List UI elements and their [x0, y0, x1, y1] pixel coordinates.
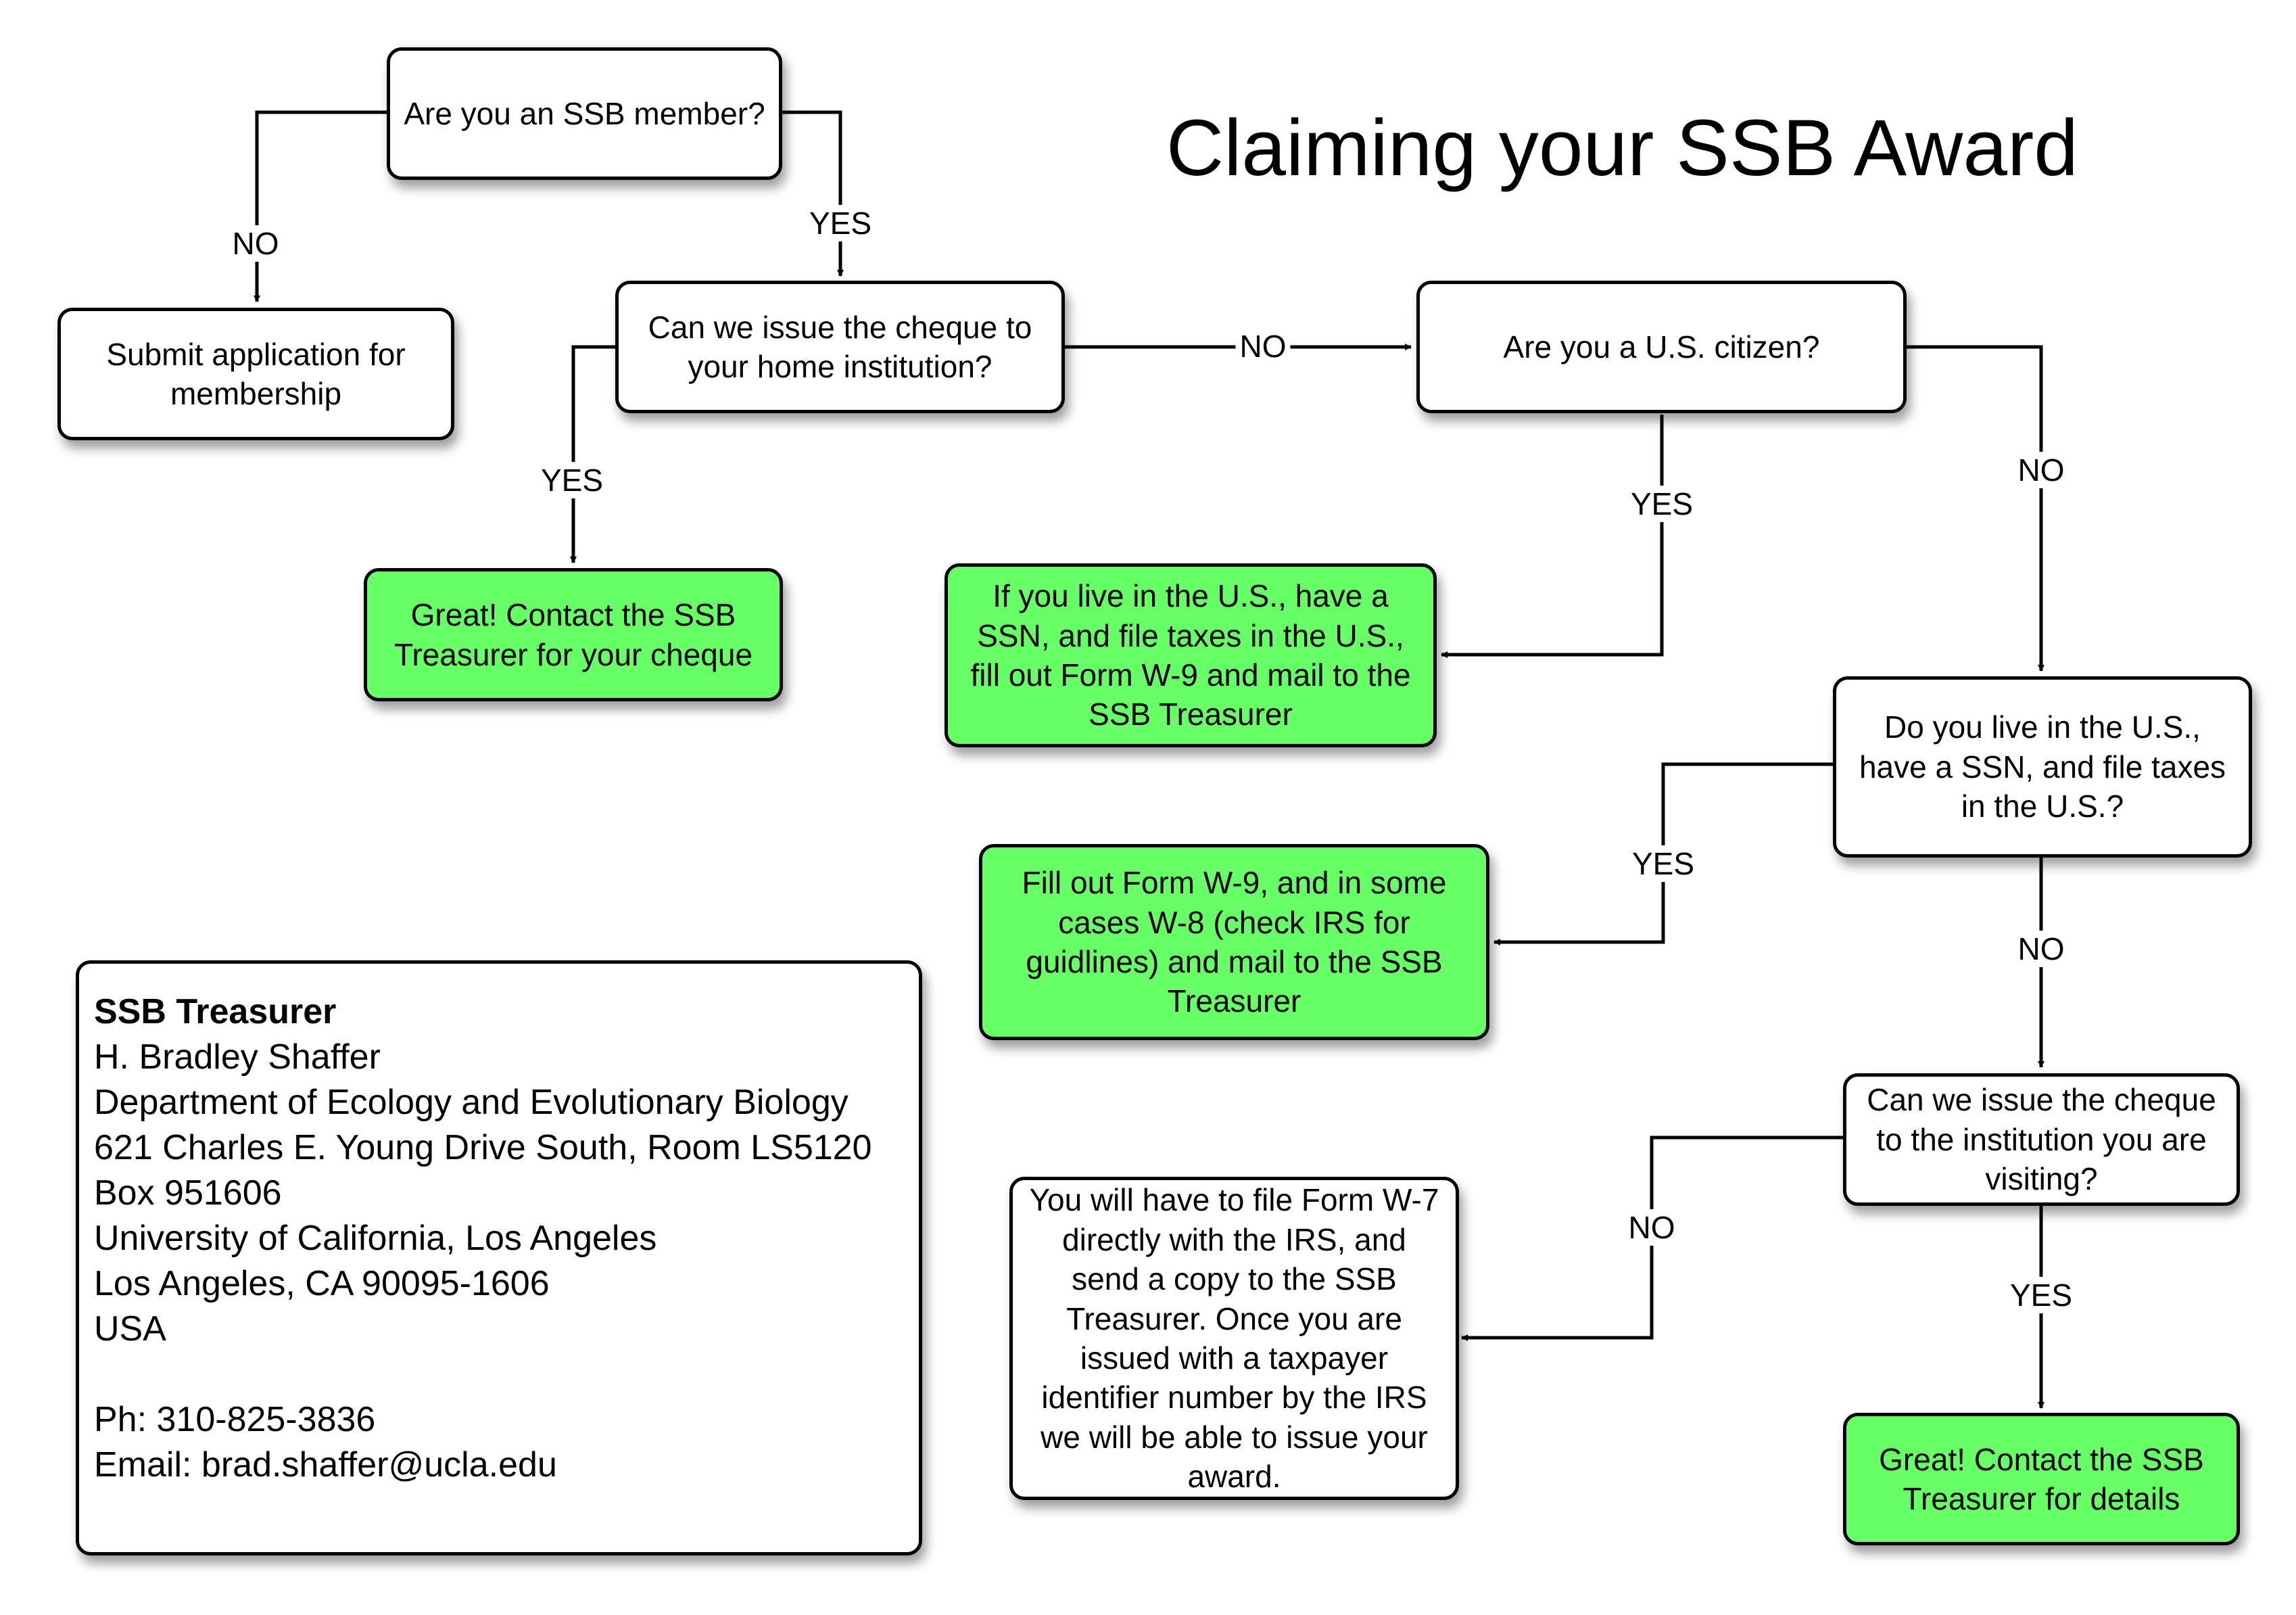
treasurer-box-number: Box 951606: [94, 1173, 282, 1213]
node-home-institution-question: Can we issue the cheque to your home ins…: [615, 281, 1065, 413]
node-w9-citizen-text: If you live in the U.S., have a SSN, and…: [970, 578, 1411, 732]
treasurer-university: University of California, Los Angeles: [94, 1219, 657, 1258]
node-citizen-question-text: Are you a U.S. citizen?: [1503, 329, 1820, 365]
treasurer-phone: Ph: 310-825-3836: [94, 1400, 376, 1439]
edge-citizen-yes: [1441, 415, 1664, 658]
node-contact-details-text: Great! Contact the SSB Treasurer for det…: [1879, 1441, 2204, 1516]
label-home-yes: YES: [536, 462, 608, 498]
node-w9-citizen: If you live in the U.S., have a SSN, and…: [944, 563, 1437, 747]
node-visiting-question: Can we issue the cheque to the instituti…: [1843, 1073, 2240, 1206]
node-w7-irs: You will have to file Form W-7 directly …: [1009, 1177, 1459, 1500]
node-resident-question-text: Do you live in the U.S., have a SSN, and…: [1859, 709, 2226, 824]
node-contact-details: Great! Contact the SSB Treasurer for det…: [1843, 1413, 2240, 1545]
page-title: Claiming your SSB Award: [1166, 103, 2078, 193]
treasurer-spacer: [94, 1352, 919, 1397]
node-member-question-text: Are you an SSB member?: [404, 95, 765, 131]
label-member-yes: YES: [805, 205, 876, 241]
node-submit-membership: Submit application for membership: [57, 308, 454, 440]
treasurer-email[interactable]: Email: brad.shaffer@ucla.edu: [94, 1445, 557, 1484]
node-w9-w8-text: Fill out Form W-9, and in some cases W-8…: [1022, 865, 1447, 1019]
edge-member-no: [254, 110, 387, 302]
label-citizen-yes: YES: [1626, 486, 1698, 522]
node-resident-question: Do you live in the U.S., have a SSN, and…: [1833, 676, 2252, 858]
label-visiting-no: NO: [1624, 1209, 1679, 1246]
node-contact-cheque-text: Great! Contact the SSB Treasurer for you…: [393, 597, 753, 672]
node-visiting-question-text: Can we issue the cheque to the instituti…: [1867, 1082, 2216, 1197]
treasurer-country: USA: [94, 1309, 166, 1349]
node-w9-w8: Fill out Form W-9, and in some cases W-8…: [979, 844, 1489, 1040]
label-resident-no: NO: [2013, 931, 2069, 967]
edge-member-yes: [782, 110, 844, 277]
treasurer-department: Department of Ecology and Evolutionary B…: [94, 1083, 848, 1122]
label-member-no: NO: [228, 225, 283, 262]
node-member-question: Are you an SSB member?: [387, 47, 782, 180]
node-home-institution-question-text: Can we issue the cheque to your home ins…: [648, 309, 1032, 384]
label-visiting-yes: YES: [2005, 1277, 2077, 1313]
treasurer-street: 621 Charles E. Young Drive South, Room L…: [94, 1128, 872, 1167]
label-resident-yes: YES: [1627, 845, 1699, 882]
label-citizen-no: NO: [2013, 452, 2069, 488]
treasurer-name: H. Bradley Shaffer: [94, 1037, 381, 1077]
edge-citizen-no: [1907, 345, 2044, 672]
node-contact-cheque: Great! Contact the SSB Treasurer for you…: [364, 568, 783, 701]
node-w7-irs-text: You will have to file Form W-7 directly …: [1029, 1182, 1439, 1495]
label-home-no: NO: [1235, 328, 1291, 365]
node-submit-membership-text: Submit application for membership: [106, 336, 406, 411]
treasurer-heading: SSB Treasurer: [94, 992, 337, 1031]
treasurer-city: Los Angeles, CA 90095-1606: [94, 1264, 550, 1303]
node-citizen-question: Are you a U.S. citizen?: [1416, 281, 1907, 413]
edge-home-yes: [570, 345, 615, 563]
treasurer-contact-box: SSB Treasurer H. Bradley Shaffer Departm…: [76, 960, 922, 1555]
